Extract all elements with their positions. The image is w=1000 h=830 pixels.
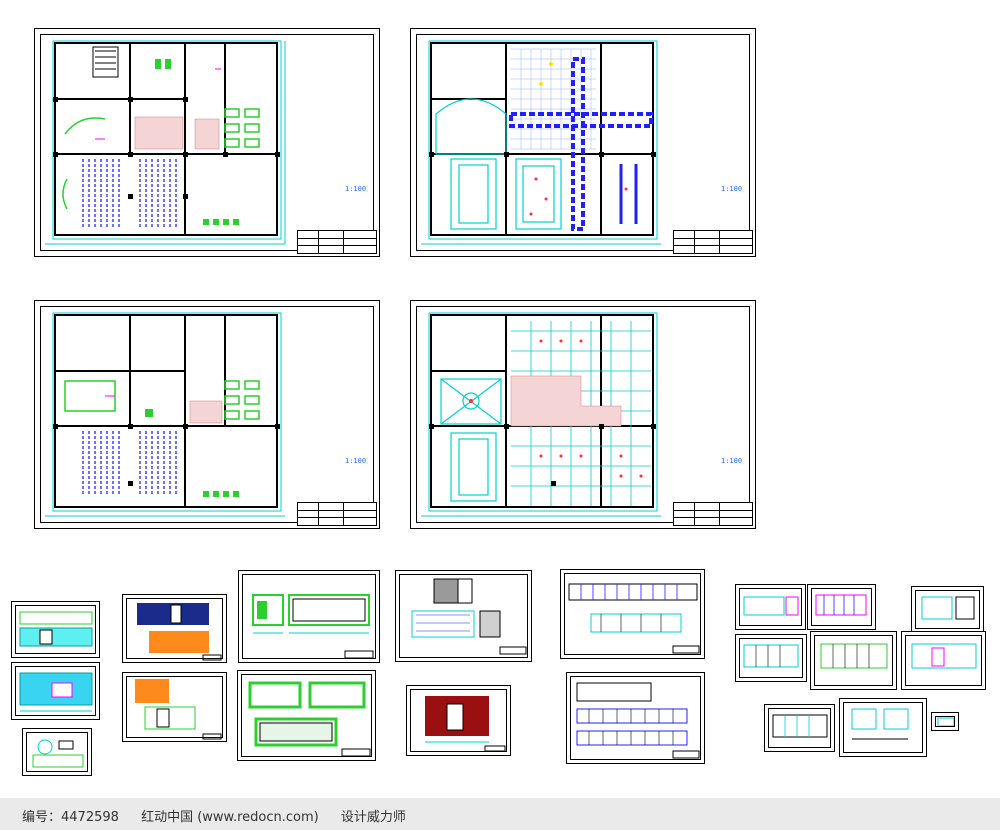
elevation-drawing <box>411 578 527 655</box>
scale-label: 1:100 <box>721 457 743 465</box>
elevation-sheet <box>406 685 511 756</box>
elevation-sheet <box>911 586 984 633</box>
elevation-sheet <box>238 570 380 663</box>
sheet-frame <box>399 574 528 658</box>
sheet-frame <box>739 588 802 626</box>
sheet-frame <box>739 638 803 678</box>
ceiling-plan-sheet-1: 1:100 <box>410 28 756 257</box>
elevation-drawing <box>820 643 888 669</box>
elevation-drawing <box>815 594 867 616</box>
elevation-drawing <box>772 714 828 738</box>
sheet-frame <box>15 666 96 716</box>
elevation-sheet <box>560 569 705 659</box>
elevation-sheet <box>735 634 807 682</box>
sheet-frame <box>935 716 955 727</box>
sheet-frame <box>416 34 750 251</box>
elevation-sheet <box>839 698 927 757</box>
watermark-bar <box>0 798 1000 830</box>
sheet-frame <box>768 708 831 748</box>
elevation-sheet <box>810 631 897 690</box>
elevation-sheet <box>122 594 227 663</box>
elevation-sheet <box>901 631 986 690</box>
sheet-frame <box>811 588 872 626</box>
elevation-drawing <box>921 596 975 620</box>
elevation-drawing <box>19 611 93 647</box>
elevation-sheet <box>395 570 532 662</box>
scale-label: 1:100 <box>345 185 367 193</box>
watermark-text: 编号：4472598 红动中国 (www.redocn.com) 设计威力师 <box>22 806 424 825</box>
elevation-drawing <box>743 644 799 668</box>
elevation-drawing <box>743 596 799 616</box>
sheet-frame <box>570 676 701 760</box>
elevation-sheet <box>735 584 806 630</box>
floor-plan-drawing <box>45 40 286 245</box>
elevation-sheet <box>566 672 705 764</box>
sheet-frame <box>242 574 376 659</box>
sheet-frame <box>905 635 982 686</box>
site-slogan: 设计威力师 <box>340 810 406 825</box>
elevation-drawing <box>425 696 506 752</box>
sheet-frame <box>410 689 507 752</box>
scale-label: 1:100 <box>345 457 367 465</box>
sheet-frame <box>564 573 701 655</box>
scale-label: 1:100 <box>721 185 743 193</box>
asset-code-value: 4472598 <box>61 810 119 825</box>
ceiling-plan-sheet-2: 1:100 <box>410 300 756 529</box>
elevation-drawing <box>576 682 700 759</box>
sheet-frame <box>126 676 223 738</box>
sheet-frame <box>416 306 750 523</box>
elevation-drawing <box>252 594 374 659</box>
ceiling-plan-drawing <box>421 312 661 517</box>
sheet-frame <box>126 598 223 659</box>
elevation-sheet <box>22 728 92 776</box>
elevation-sheet <box>122 672 227 742</box>
asset-code: 编号：4472598 <box>22 810 119 825</box>
floor-plan-sheet-2: 1:100 <box>34 300 380 529</box>
sheet-frame <box>915 590 980 629</box>
title-block <box>297 502 377 526</box>
title-block <box>673 502 753 526</box>
elevation-sheet <box>931 712 959 731</box>
sheet-frame <box>15 605 96 654</box>
elevation-drawing <box>137 603 222 661</box>
sheet-frame <box>843 702 923 753</box>
elevation-drawing <box>32 739 84 768</box>
ceiling-plan-drawing <box>421 40 661 245</box>
sheet-frame <box>241 674 372 757</box>
elevation-drawing <box>248 681 371 757</box>
title-block <box>673 230 753 254</box>
asset-code-label: 编号： <box>22 810 62 825</box>
floor-plan-sheet-1: 1:100 <box>34 28 380 257</box>
site-name: 红动中国 (www.redocn.com) <box>141 810 319 825</box>
elevation-drawing <box>911 643 977 669</box>
elevation-drawing <box>568 583 700 654</box>
elevation-sheet <box>11 662 100 720</box>
elevation-drawing <box>851 708 909 740</box>
title-block <box>297 230 377 254</box>
elevation-sheet <box>237 670 376 761</box>
sheet-frame <box>26 732 88 772</box>
sheet-frame <box>40 34 374 251</box>
elevation-sheet <box>11 601 100 658</box>
elevation-sheet <box>807 584 876 630</box>
elevation-drawing <box>135 679 222 740</box>
sheet-frame <box>40 306 374 523</box>
sheet-frame <box>814 635 893 686</box>
floor-plan-drawing <box>45 312 285 517</box>
elevation-drawing <box>19 672 93 712</box>
elevation-sheet <box>764 704 835 752</box>
